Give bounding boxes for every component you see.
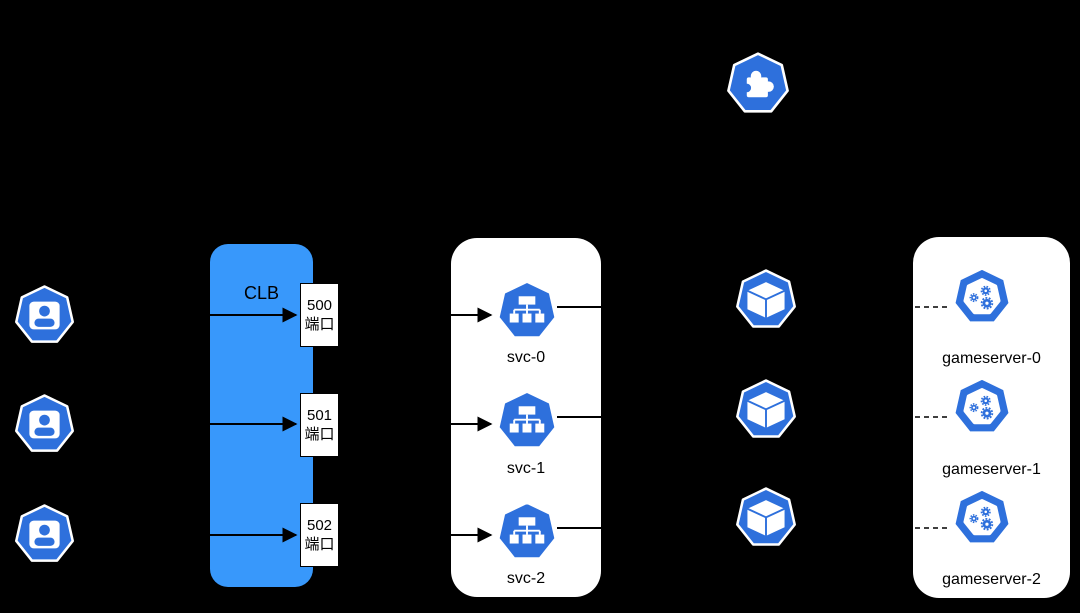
gears-icon: [951, 376, 1013, 438]
svc-0-label: svc-0: [506, 349, 546, 366]
user-icon: [13, 393, 76, 456]
gameserver-2-label: gameserver-2: [942, 571, 1041, 588]
port-suffix: 端口: [304, 316, 335, 333]
cube-icon: [734, 486, 798, 550]
cube-icon: [734, 268, 798, 332]
user-icon: [13, 503, 76, 566]
svc-2-label: svc-2: [506, 570, 546, 587]
service-icon: [495, 500, 559, 564]
svc-1-label: svc-1: [506, 460, 546, 477]
port-suffix: 端口: [304, 536, 335, 553]
gameserver-0-label: gameserver-0: [942, 350, 1041, 367]
gears-icon: [951, 266, 1013, 328]
gameserver-1-label: gameserver-1: [942, 461, 1041, 478]
user-icon: [13, 284, 76, 347]
port-number: 501: [306, 407, 333, 424]
port-box-502: 502 端口: [300, 503, 339, 567]
puzzle-icon: [725, 51, 791, 117]
gears-icon: [951, 487, 1013, 549]
port-number: 502: [306, 517, 333, 534]
cube-icon: [734, 378, 798, 442]
port-suffix: 端口: [304, 426, 335, 443]
port-box-501: 501 端口: [300, 393, 339, 457]
clb-label: CLB: [243, 283, 279, 303]
service-icon: [495, 279, 559, 343]
port-number: 500: [306, 297, 333, 314]
port-box-500: 500 端口: [300, 283, 339, 347]
service-icon: [495, 389, 559, 453]
